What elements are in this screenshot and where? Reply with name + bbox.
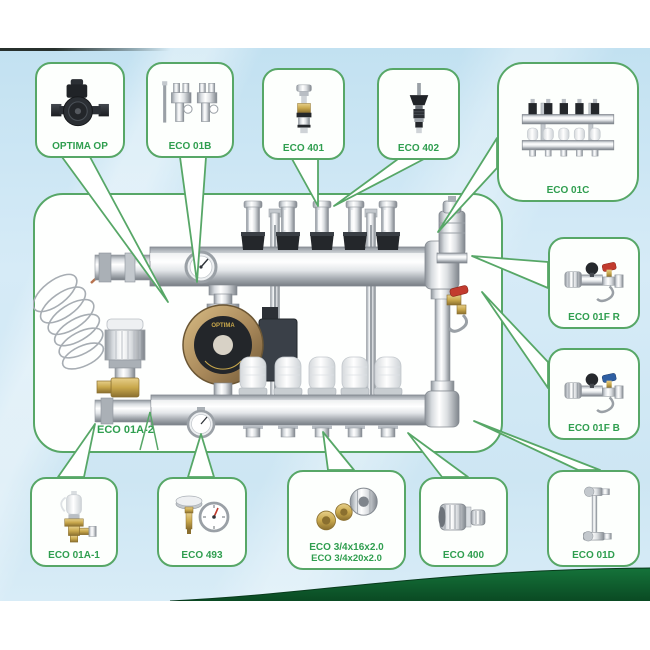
supply-manifold-bar	[94, 240, 460, 290]
callout-eco-401: ECO 401	[262, 68, 345, 160]
callout-label: ECO 402	[397, 143, 440, 154]
callout-eco-34-fitting: ECO 3/4x16x2.0 ECO 3/4x20x2.0	[287, 470, 406, 570]
callout-label: ECO 01B	[168, 141, 212, 152]
callout-label: ECO 400	[442, 550, 485, 561]
callout-label-line1: ECO 3/4x16x2.0	[309, 542, 384, 553]
callout-label: ECO 01C	[546, 185, 590, 196]
callout-label-line2: ECO 3/4x20x2.0	[311, 553, 382, 564]
callout-label: ECO 01A-1	[48, 550, 100, 561]
callout-label: OPTIMA OP	[52, 141, 108, 152]
air-vent	[436, 196, 468, 264]
svg-text:OPTIMA: OPTIMA	[211, 323, 235, 329]
callout-eco-400: ECO 400	[419, 477, 508, 567]
product-image-mini-manifold	[502, 69, 634, 185]
product-image-connection-valves	[151, 69, 229, 141]
callout-eco-01f-b: ECO 01F B	[548, 348, 640, 440]
return-manifold-bar	[94, 390, 460, 428]
callout-eco-493: ECO 493	[157, 477, 247, 567]
callout-eco-01a-1: ECO 01A-1	[30, 477, 118, 567]
product-image-circulation-pump	[40, 69, 120, 141]
return-valve-caps	[238, 356, 403, 396]
callout-eco-01c: ECO 01C	[497, 62, 639, 202]
callout-optima-op: OPTIMA OP	[35, 62, 125, 158]
manifold-illustration: OPTIMA	[33, 196, 469, 439]
product-image-brass-coupling	[424, 484, 503, 550]
product-image-flow-meter-insert	[267, 75, 340, 143]
callout-label: ECO 01F R	[568, 312, 620, 323]
pressure-gauge-bottom	[186, 407, 216, 439]
callout-label: ECO 401	[282, 143, 325, 154]
callout-label: ECO 01F B	[568, 423, 620, 434]
callout-eco-01b: ECO 01B	[146, 62, 234, 158]
callout-label: ECO 01D	[572, 550, 615, 561]
product-image-valve-insert	[382, 75, 455, 143]
pressure-gauge-top	[184, 250, 218, 284]
manifold-outlets	[242, 424, 399, 438]
green-swoosh	[169, 567, 650, 601]
drain-valve	[446, 285, 469, 333]
product-image-drain-valve-blue	[553, 355, 635, 423]
product-image-end-piece-set	[552, 477, 635, 550]
center-part-label: ECO 01A-2	[97, 424, 154, 436]
callout-eco-01d: ECO 01D	[547, 470, 640, 567]
product-image-air-vent-valve	[35, 484, 113, 550]
product-image-thermometer	[162, 484, 242, 550]
callout-eco-01f-r: ECO 01F R	[548, 237, 640, 329]
thermostatic-head	[96, 318, 146, 398]
callout-eco-402: ECO 402	[377, 68, 460, 160]
callout-label: ECO 493	[181, 550, 223, 561]
product-image-drain-valve-red	[553, 244, 635, 312]
product-image-compression-fitting	[292, 477, 401, 542]
flow-meters	[240, 200, 401, 251]
top-edge-line	[0, 48, 170, 51]
